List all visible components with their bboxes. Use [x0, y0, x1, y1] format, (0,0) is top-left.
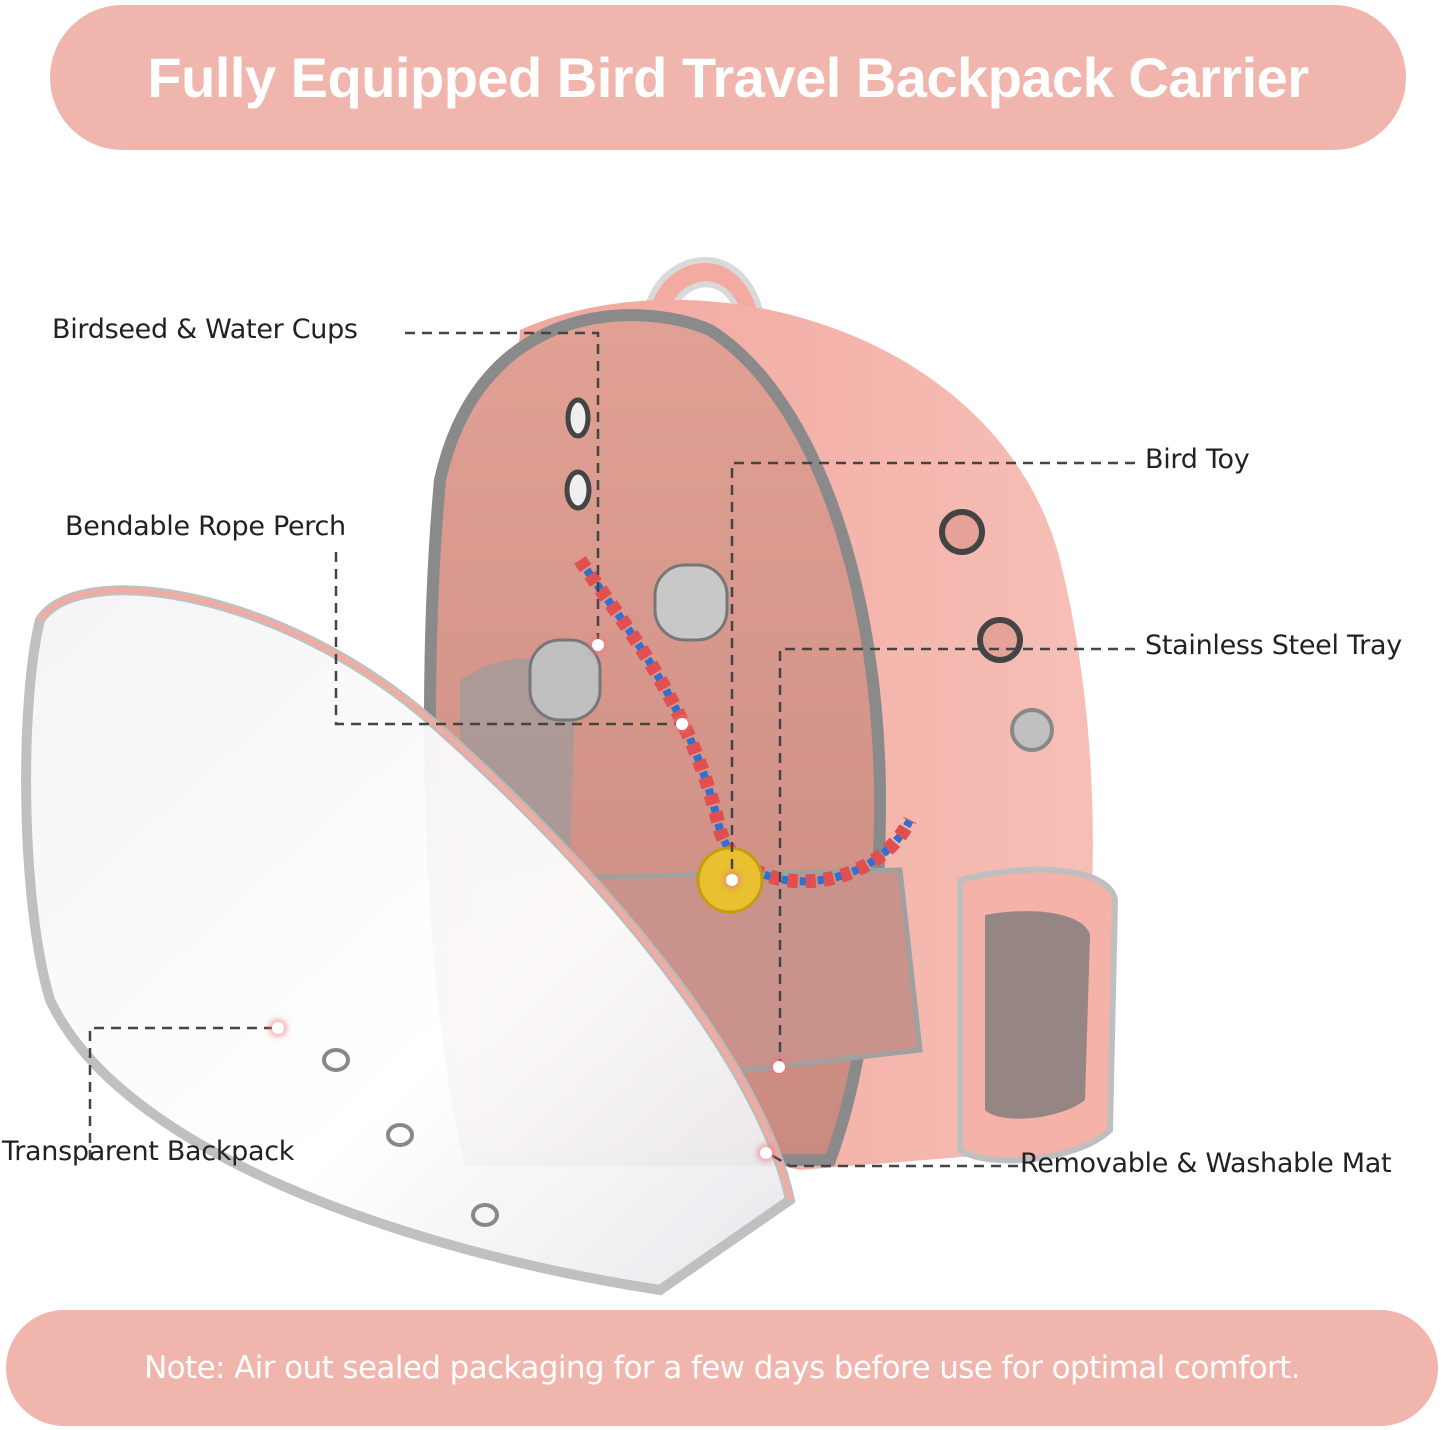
callout-dot-shell — [272, 1022, 284, 1034]
callout-dot-cups — [592, 639, 604, 651]
label-transparent-backpack: Transparent Backpack — [2, 1136, 295, 1167]
callout-dot-perch — [676, 718, 688, 730]
note-text: Note: Air out sealed packaging for a few… — [144, 1350, 1300, 1386]
page-title: Fully Equipped Bird Travel Backpack Carr… — [147, 46, 1309, 109]
note-banner: Note: Air out sealed packaging for a few… — [6, 1310, 1438, 1426]
label-bird-toy: Bird Toy — [1145, 444, 1250, 475]
callout-dot-tray — [773, 1061, 785, 1073]
label-removable-washable-mat: Removable & Washable Mat — [1020, 1148, 1392, 1179]
title-banner: Fully Equipped Bird Travel Backpack Carr… — [50, 5, 1406, 150]
callout-lines — [88, 331, 1135, 1168]
callout-dot-toy — [726, 874, 738, 886]
label-bendable-rope-perch: Bendable Rope Perch — [65, 511, 346, 542]
label-stainless-steel-tray: Stainless Steel Tray — [1145, 630, 1402, 661]
label-birdseed-water-cups: Birdseed & Water Cups — [52, 314, 358, 345]
callout-dot-mat — [760, 1147, 772, 1159]
